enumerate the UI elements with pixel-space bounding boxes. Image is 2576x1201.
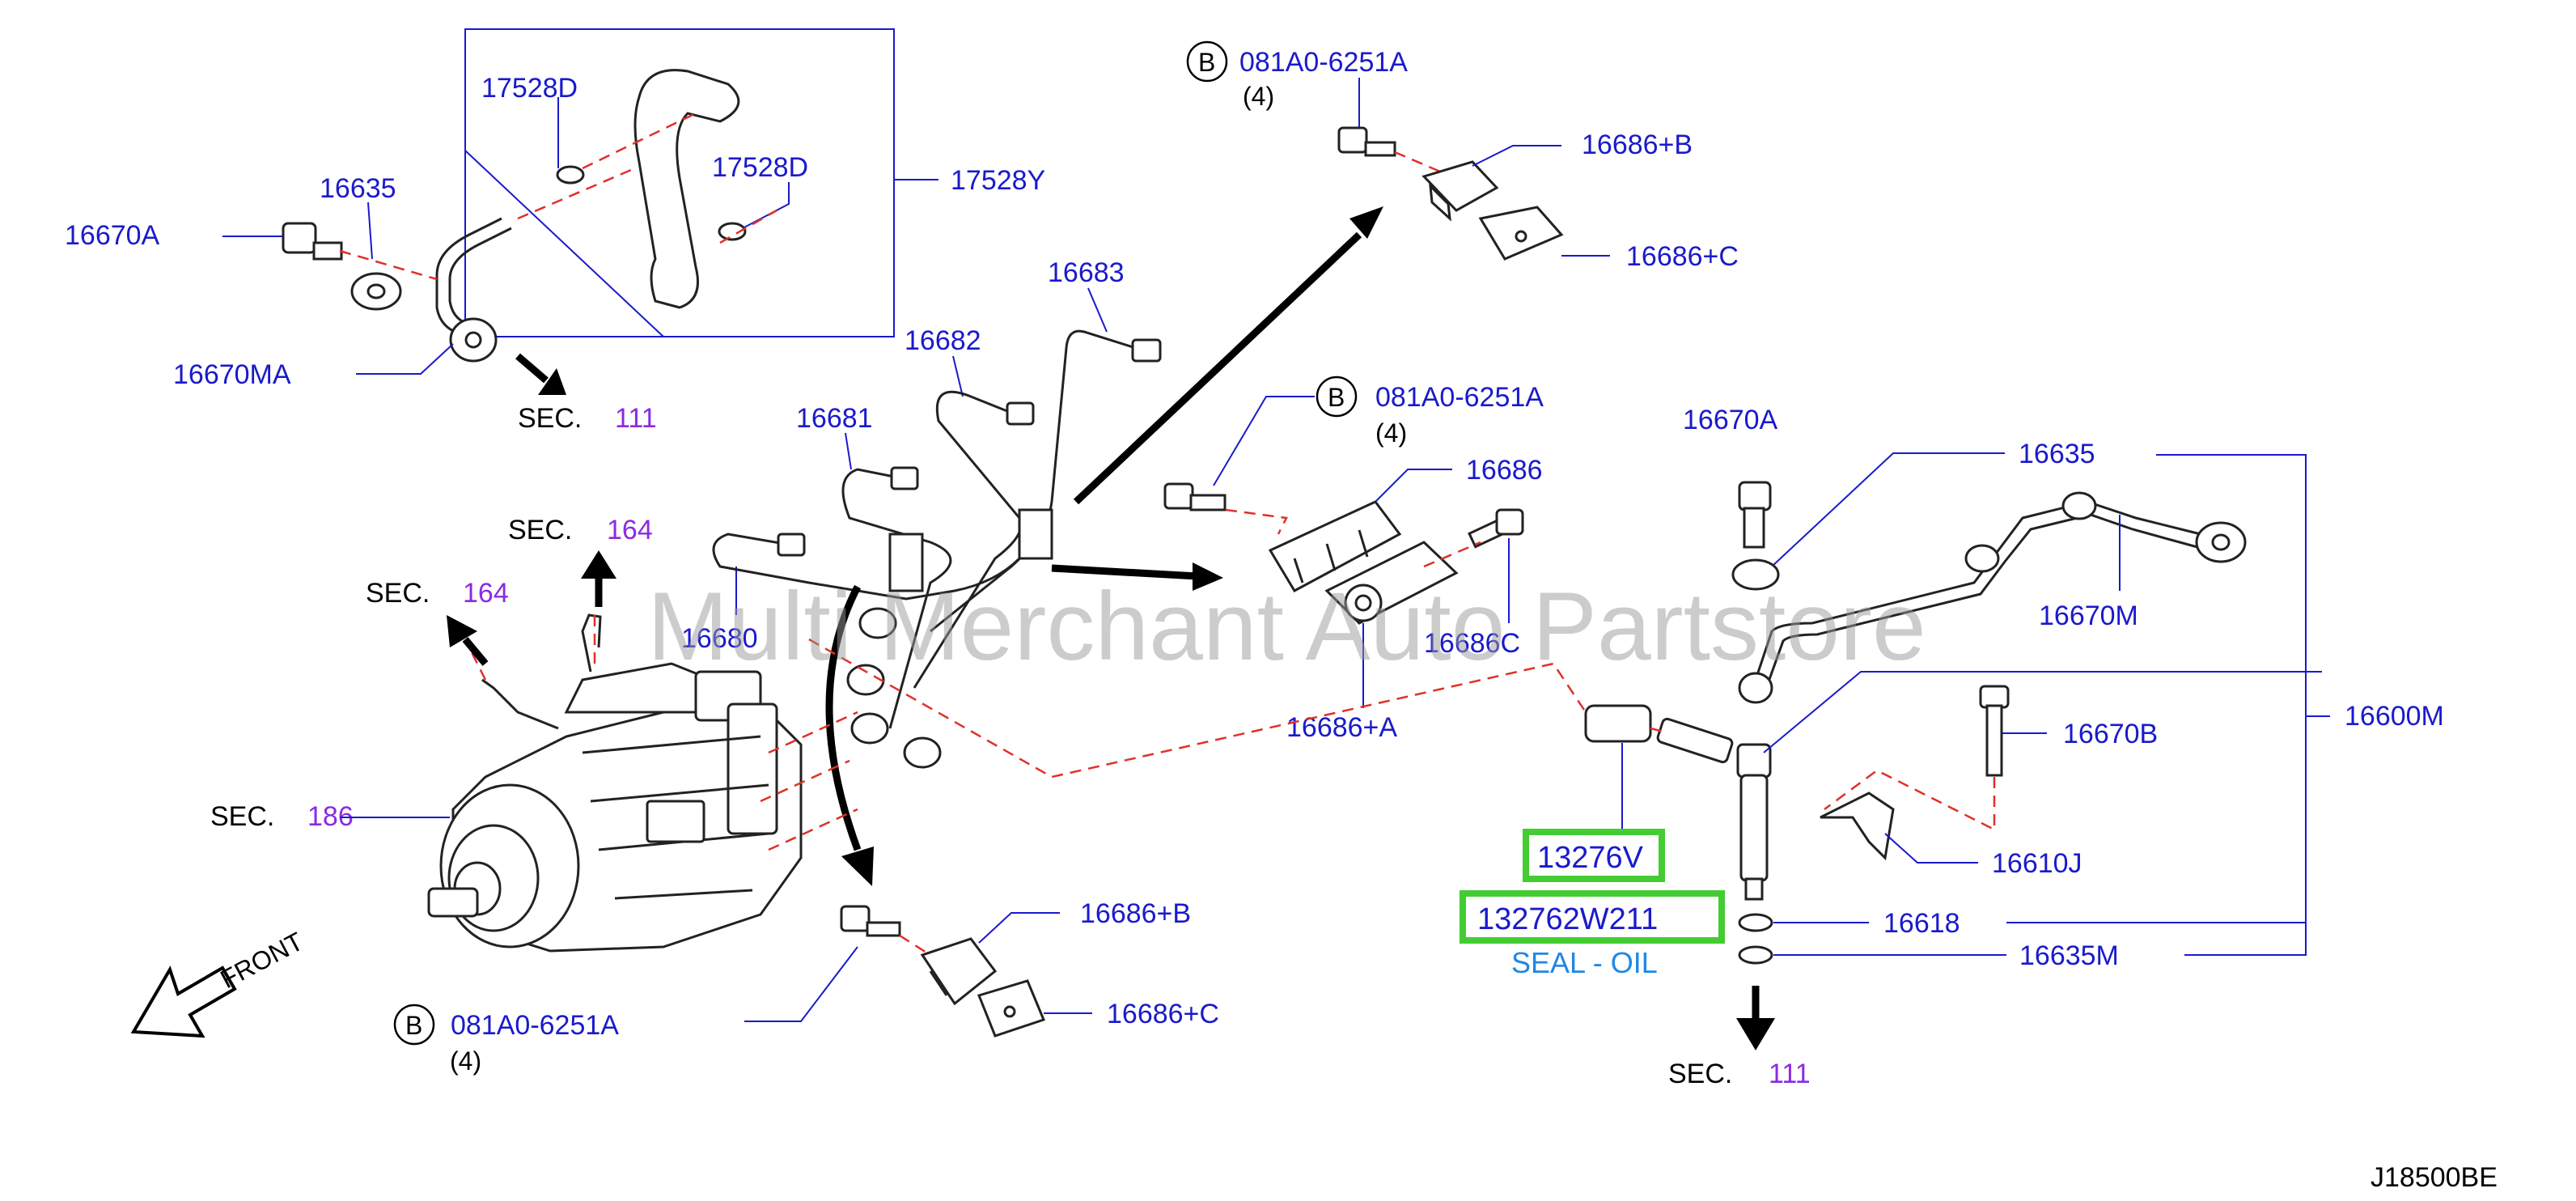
injection-pipe-bundle xyxy=(712,329,1162,769)
injection-pump xyxy=(427,613,803,953)
bolt-ref-letter-mid: B xyxy=(1328,383,1345,412)
bolt-ref-circle-top xyxy=(1186,40,1228,83)
sec-label-186: SEC. xyxy=(210,801,274,832)
highlight-box-132762W211 xyxy=(1460,890,1725,944)
label-16670MA[interactable]: 16670MA xyxy=(173,359,291,390)
banjo-bolt-left xyxy=(282,222,343,261)
label-16682[interactable]: 16682 xyxy=(905,325,981,356)
bolt-16670B xyxy=(1979,685,2010,777)
bolt-16686C xyxy=(1468,508,1524,549)
label-16680[interactable]: 16680 xyxy=(681,623,758,654)
highlight-part-132762W211[interactable]: 132762W211 xyxy=(1477,902,1658,936)
label-16686B-top[interactable]: 16686+B xyxy=(1582,129,1693,160)
sec-label-111-top: SEC. xyxy=(518,403,582,434)
highlight-part-13276V[interactable]: 13276V xyxy=(1537,841,1644,875)
nozzle-holder-13276V xyxy=(1584,704,1652,743)
label-16683[interactable]: 16683 xyxy=(1048,257,1125,288)
sec-label-111-bottom: SEC. xyxy=(1668,1059,1732,1089)
sec-label-164-b: SEC. xyxy=(366,578,430,609)
label-17528D-lower[interactable]: 17528D xyxy=(712,152,808,183)
arrow-head-to-mid-clamps xyxy=(1193,562,1223,591)
arrow-head-to-bottom-clamps xyxy=(841,847,874,886)
label-16635M[interactable]: 16635M xyxy=(2019,940,2119,971)
arrow-head-sec164-b xyxy=(447,615,477,647)
label-16681[interactable]: 16681 xyxy=(796,403,873,434)
bolt-ref-letter-top: B xyxy=(1198,48,1215,77)
label-16686B-bottom[interactable]: 16686+B xyxy=(1080,898,1191,929)
diagram-code: J18500BE xyxy=(2371,1162,2498,1193)
label-17528Y[interactable]: 17528Y xyxy=(951,165,1045,196)
bolt-ref-qty-mid: (4) xyxy=(1375,418,1407,448)
watermark: Multi Merchant Auto Partstore xyxy=(647,572,1926,681)
ring-16618 xyxy=(1738,913,1773,932)
washer-right xyxy=(1731,558,1780,591)
label-16686[interactable]: 16686 xyxy=(1466,455,1543,486)
banjo-bolt-right xyxy=(1738,481,1772,549)
clamp-16686 xyxy=(1268,500,1402,592)
front-label: FRONT xyxy=(215,927,307,995)
label-16635-right[interactable]: 16635 xyxy=(2019,439,2095,469)
clamp-16686A xyxy=(1324,541,1459,625)
arrow-head-sec111-top xyxy=(538,368,566,395)
sec-num-111-top[interactable]: 111 xyxy=(615,403,657,434)
sec-label-164-a: SEC. xyxy=(508,515,572,545)
label-16600M[interactable]: 16600M xyxy=(2345,701,2444,732)
clamp-upper xyxy=(556,97,585,185)
bolt-bottom xyxy=(840,905,901,937)
bolt-ref-part-mid[interactable]: 081A0-6251A xyxy=(1375,382,1544,413)
highlight-box-13276V xyxy=(1523,829,1665,882)
inset-box-17528Y xyxy=(464,28,895,337)
label-16670A-left[interactable]: 16670A xyxy=(65,220,160,251)
bolt-ref-qty-bottom: (4) xyxy=(450,1046,481,1076)
label-16635-left[interactable]: 16635 xyxy=(320,173,396,204)
label-16686C[interactable]: 16686C xyxy=(1424,628,1520,659)
label-16670M[interactable]: 16670M xyxy=(2039,600,2138,631)
arrow-head-to-top-clamps xyxy=(1349,206,1383,239)
label-17528D-upper[interactable]: 17528D xyxy=(481,73,578,104)
label-16686C-top[interactable]: 16686+C xyxy=(1626,241,1739,272)
label-16670A-right[interactable]: 16670A xyxy=(1683,405,1778,435)
clamp-16686B-top xyxy=(1421,160,1499,222)
injector xyxy=(1656,717,1772,901)
label-16670B[interactable]: 16670B xyxy=(2063,719,2158,749)
clamp-16610J xyxy=(1820,791,1895,861)
bolt-top xyxy=(1337,126,1396,157)
bolt-ref-letter-bottom: B xyxy=(405,1011,422,1040)
sec-num-164-a[interactable]: 164 xyxy=(607,515,653,545)
bolt-ref-circle-mid xyxy=(1316,376,1358,418)
bolt-ref-circle-bottom xyxy=(393,1004,435,1046)
pipe-16670M xyxy=(1754,500,2201,681)
front-direction-arrow xyxy=(130,965,237,1038)
washer-16635M xyxy=(1738,945,1773,965)
clamp-16686C-bottom xyxy=(977,979,1046,1038)
hose-part xyxy=(633,69,740,309)
label-16610J[interactable]: 16610J xyxy=(1992,848,2082,879)
sec-num-111-bottom[interactable]: 111 xyxy=(1769,1059,1811,1089)
clamp-lower xyxy=(718,182,790,241)
clamp-16686C-top xyxy=(1478,206,1564,261)
part-description: SEAL - OIL xyxy=(1511,946,1658,979)
bolt-ref-part-top[interactable]: 081A0-6251A xyxy=(1239,47,1408,78)
arrow-head-sec164-a xyxy=(581,550,616,579)
bolt-ref-qty-top: (4) xyxy=(1243,82,1274,111)
label-16686C-bottom[interactable]: 16686+C xyxy=(1107,999,1219,1029)
clamp-16686B-bottom xyxy=(920,937,998,1006)
sec-num-164-b[interactable]: 164 xyxy=(463,578,509,609)
arrow-head-sec111-bottom xyxy=(1736,1018,1775,1050)
bolt-ref-part-bottom[interactable]: 081A0-6251A xyxy=(451,1010,619,1041)
label-16618[interactable]: 16618 xyxy=(1883,908,1960,939)
label-16686A[interactable]: 16686+A xyxy=(1286,712,1397,743)
bolt-mid-left xyxy=(1163,482,1227,511)
